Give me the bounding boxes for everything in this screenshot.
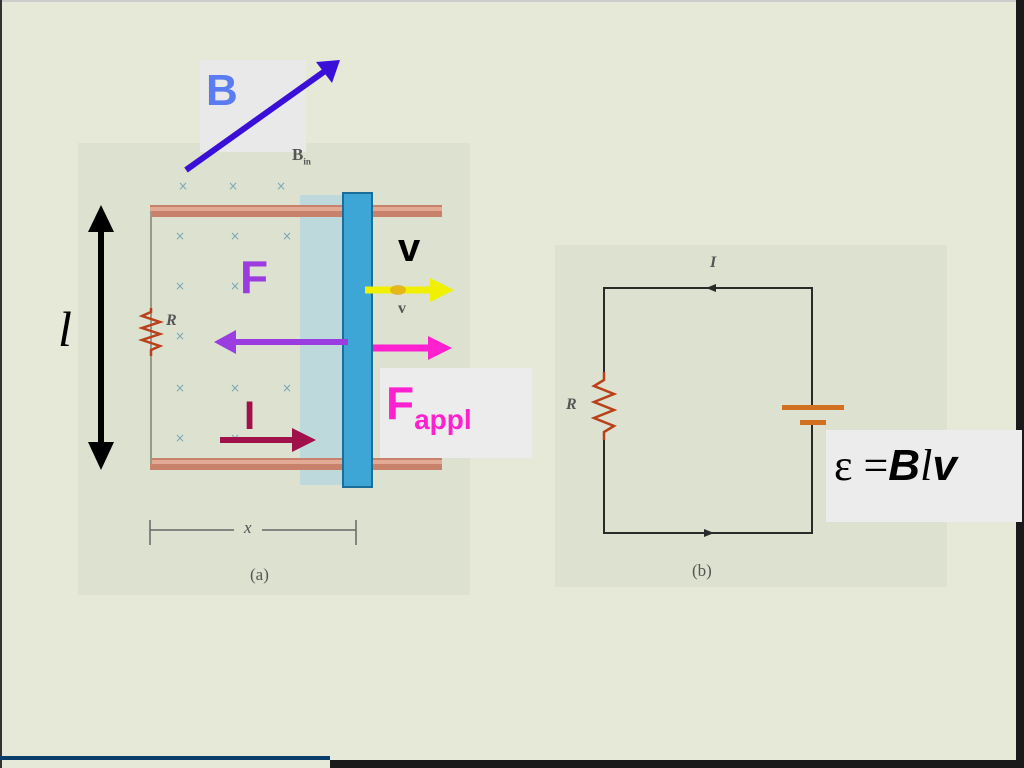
svg-text:×: × [276, 179, 286, 193]
emf-label-eps: ε = [834, 441, 889, 490]
b-in-label: Bin [292, 145, 311, 166]
svg-text:×: × [175, 381, 185, 395]
figure-b-caption: (b) [692, 561, 712, 580]
slide-right-edge [1016, 0, 1024, 768]
svg-text:×: × [230, 381, 240, 395]
emf-label-box [826, 430, 1022, 522]
svg-text:×: × [175, 229, 185, 243]
svg-text:×: × [230, 229, 240, 243]
figure-b-panel [555, 245, 947, 587]
emf-label-l: l [920, 441, 933, 490]
svg-text:×: × [282, 229, 292, 243]
slide-bottom-accent [0, 756, 330, 760]
b-in-label-sub: in [303, 156, 311, 167]
b-field-arrow [184, 63, 334, 173]
f-appl-label: Fappl [386, 376, 472, 436]
slide-left-edge [0, 0, 2, 768]
magnetic-field-x-marks: ××× ××× ×× × ××× ×× [175, 179, 292, 445]
length-arrow [88, 205, 114, 470]
emf-label-b: B [888, 441, 921, 490]
svg-text:×: × [230, 279, 240, 293]
svg-text:×: × [175, 329, 185, 343]
current-direction-marker-bottom [704, 529, 714, 537]
b-field-label: B [206, 66, 238, 115]
f-appl-label-main: F [386, 377, 415, 429]
figure-b-resistor-label: R [566, 396, 577, 413]
force-label: F [240, 251, 269, 303]
f-appl-label-sub: appl [414, 404, 472, 435]
x-dimension-line [149, 520, 357, 545]
figure-a-x-label: x [244, 518, 252, 537]
figure-b-current-label: I [710, 254, 717, 271]
circuit-b-wires [603, 287, 813, 534]
slide-bottom-edge [330, 760, 1024, 768]
length-label: l [58, 301, 72, 357]
svg-text:×: × [175, 431, 185, 445]
svg-text:×: × [282, 381, 292, 395]
current-label: I [244, 394, 256, 438]
svg-text:×: × [178, 179, 188, 193]
resistor-a-icon [138, 308, 164, 356]
svg-text:×: × [175, 279, 185, 293]
figure-a-caption: (a) [250, 565, 269, 584]
velocity-label: v [398, 226, 421, 270]
f-appl-label-box [380, 368, 532, 458]
figure-a-resistor-label: R [166, 312, 177, 329]
figure-a-small-v-label: v [398, 300, 406, 317]
emf-label-v: v [932, 441, 957, 490]
b-in-label-main: B [292, 145, 304, 164]
battery-icon [782, 405, 844, 425]
resistor-b-icon [590, 372, 618, 440]
b-label-box [200, 60, 306, 152]
slide-top-edge [0, 0, 1024, 2]
current-direction-marker-top [706, 284, 716, 292]
svg-text:×: × [228, 179, 238, 193]
emf-label: ε =Blv [834, 440, 957, 491]
